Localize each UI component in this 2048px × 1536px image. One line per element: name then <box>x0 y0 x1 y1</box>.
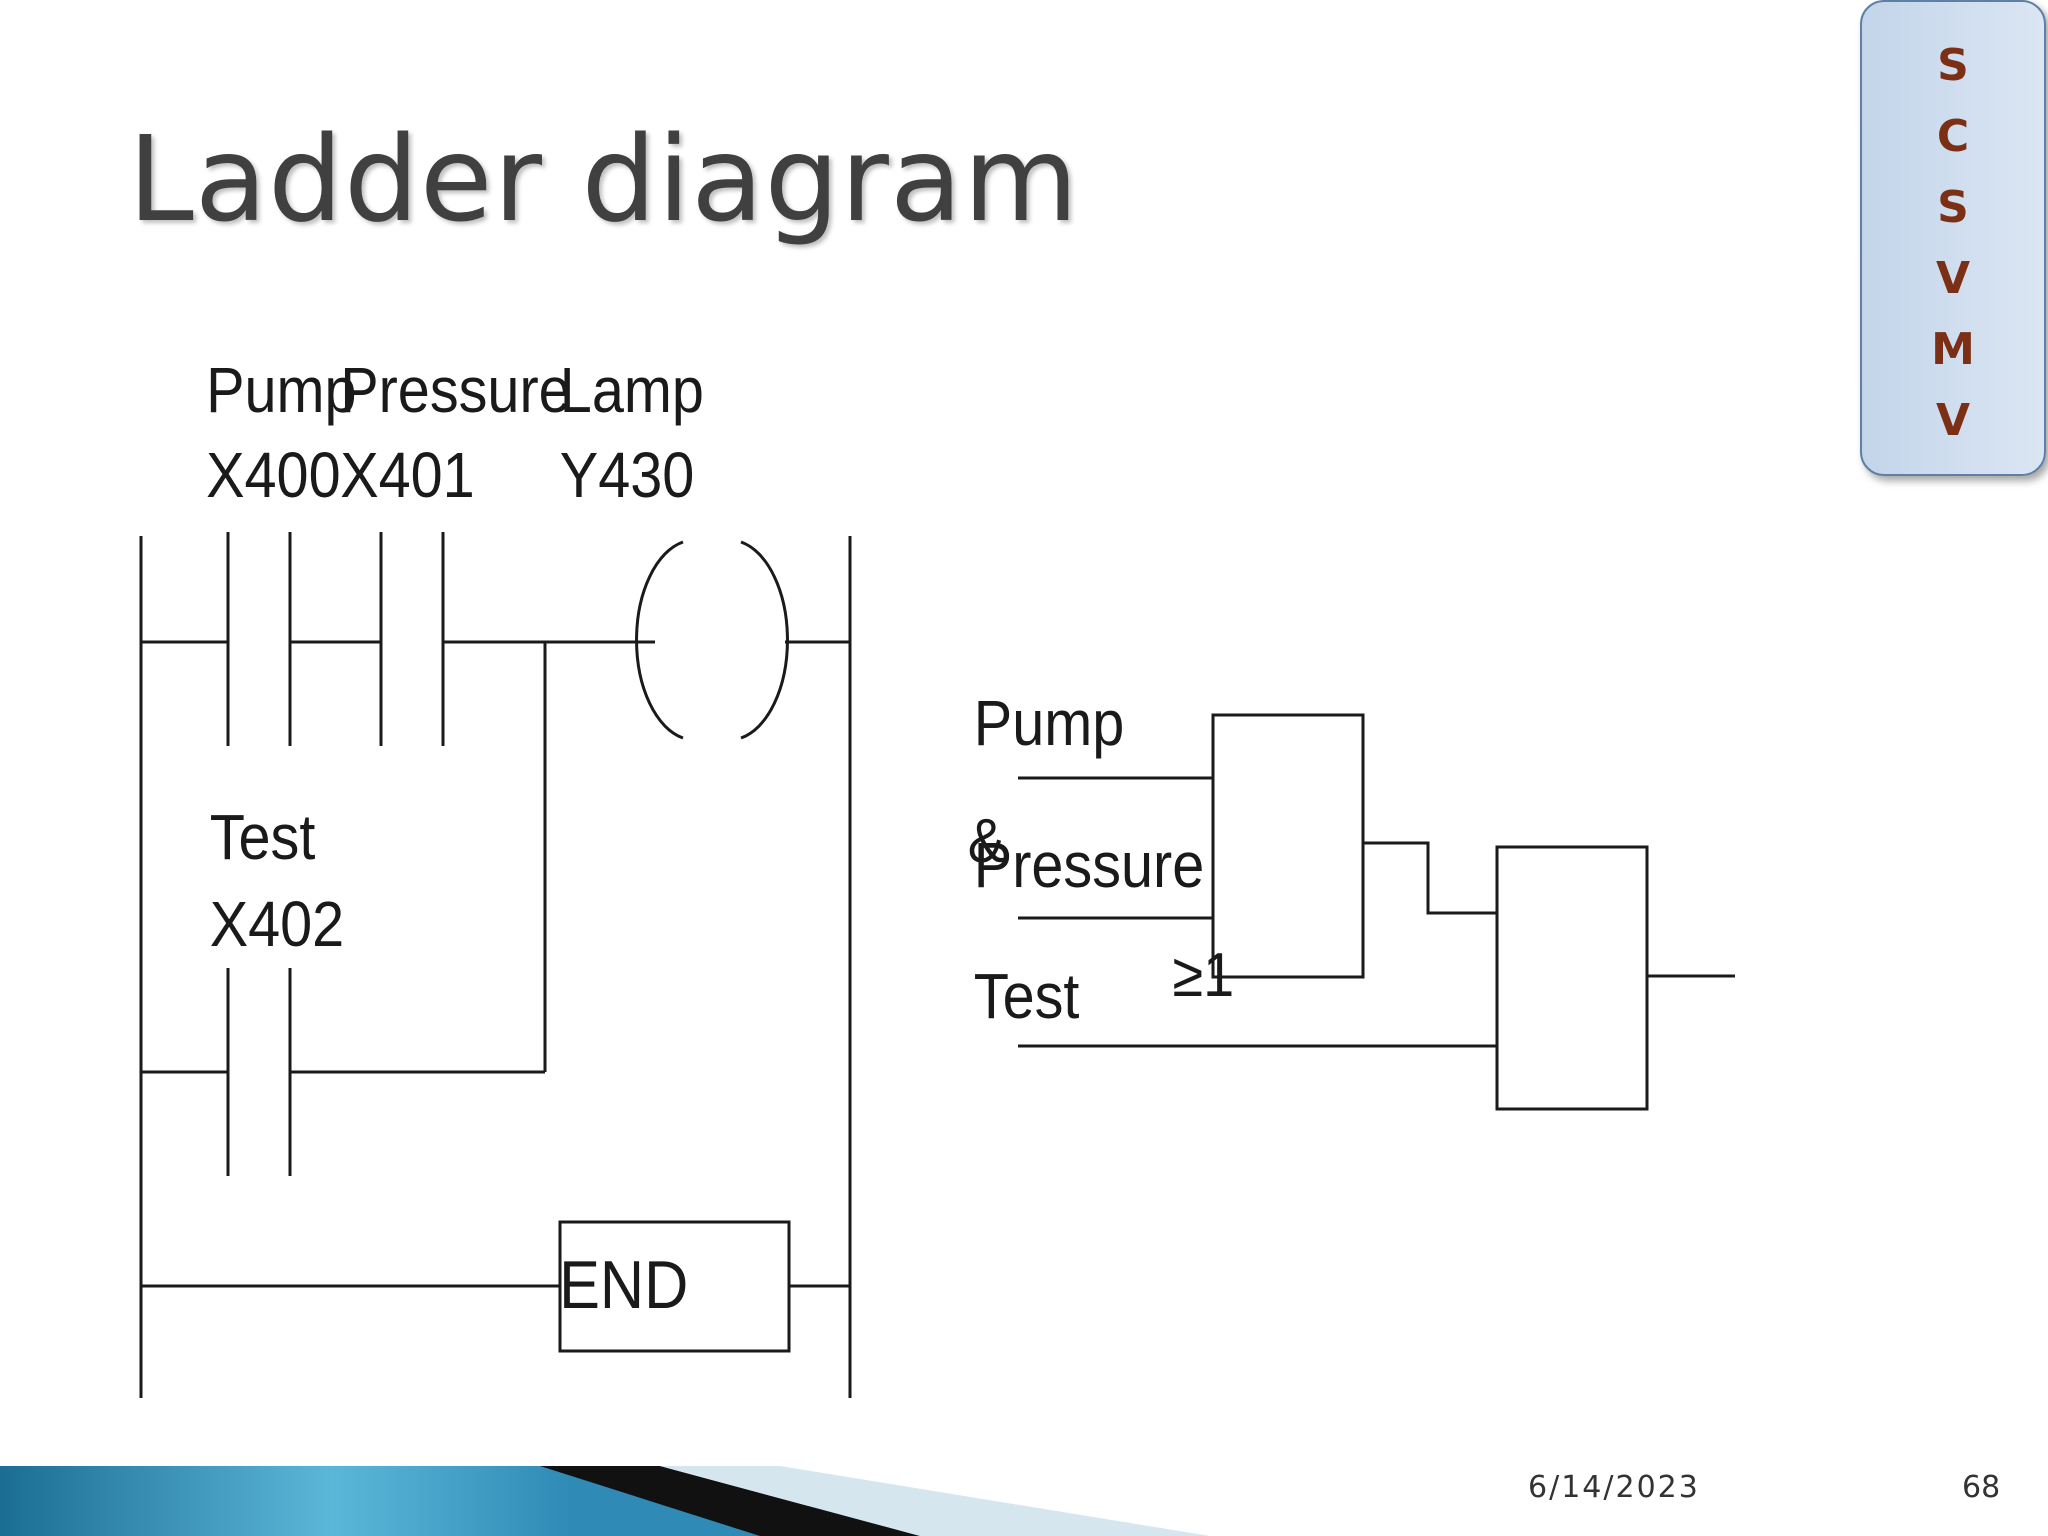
contact-pump-address: X400 <box>206 439 341 510</box>
or-gate-symbol: ≥1 <box>1172 941 1234 1009</box>
and-gate <box>1211 713 1365 979</box>
end-rung <box>141 1220 850 1353</box>
side-tab-letter: C <box>1936 111 1970 162</box>
side-tab: S C S V M V <box>1860 0 2046 476</box>
coil-lamp-left-arc <box>635 540 684 740</box>
bottom-decorative-bar <box>0 1466 1210 1536</box>
ladder-diagram <box>139 532 852 1398</box>
side-tab-letter: S <box>1937 40 1969 91</box>
input-test-label: Test <box>974 960 1080 1031</box>
contact-pump-name: Pump <box>206 354 356 425</box>
contact-pressure-address: X401 <box>340 439 475 510</box>
and-gate-symbol: & <box>968 807 1005 875</box>
contact-pressure-name: Pressure <box>340 354 570 425</box>
side-tab-letter: S <box>1937 182 1969 233</box>
slide-title: Ladder diagram <box>128 110 1080 248</box>
side-tab-letter: M <box>1931 324 1975 375</box>
input-pump-label: Pump <box>974 687 1124 758</box>
logic-gate-diagram <box>1018 713 1735 1111</box>
footer-page-number: 68 <box>1962 1470 2001 1505</box>
coil-lamp-name: Lamp <box>560 354 704 425</box>
coil-lamp-right-arc <box>740 540 789 740</box>
and-to-or-wire <box>1363 841 1497 915</box>
input-pressure-label: Pressure <box>974 829 1204 900</box>
side-tab-letter: V <box>1935 253 1971 304</box>
footer-date: 6/14/2023 <box>1528 1470 1700 1505</box>
coil-lamp-address: Y430 <box>560 439 695 510</box>
rung-1 <box>141 532 850 1072</box>
end-label: END <box>559 1246 688 1323</box>
rung-1-branch <box>141 968 545 1176</box>
side-tab-letter: V <box>1935 395 1971 446</box>
contact-test-address: X402 <box>210 888 345 959</box>
or-gate <box>1495 845 1649 1111</box>
contact-test-name: Test <box>210 801 316 872</box>
